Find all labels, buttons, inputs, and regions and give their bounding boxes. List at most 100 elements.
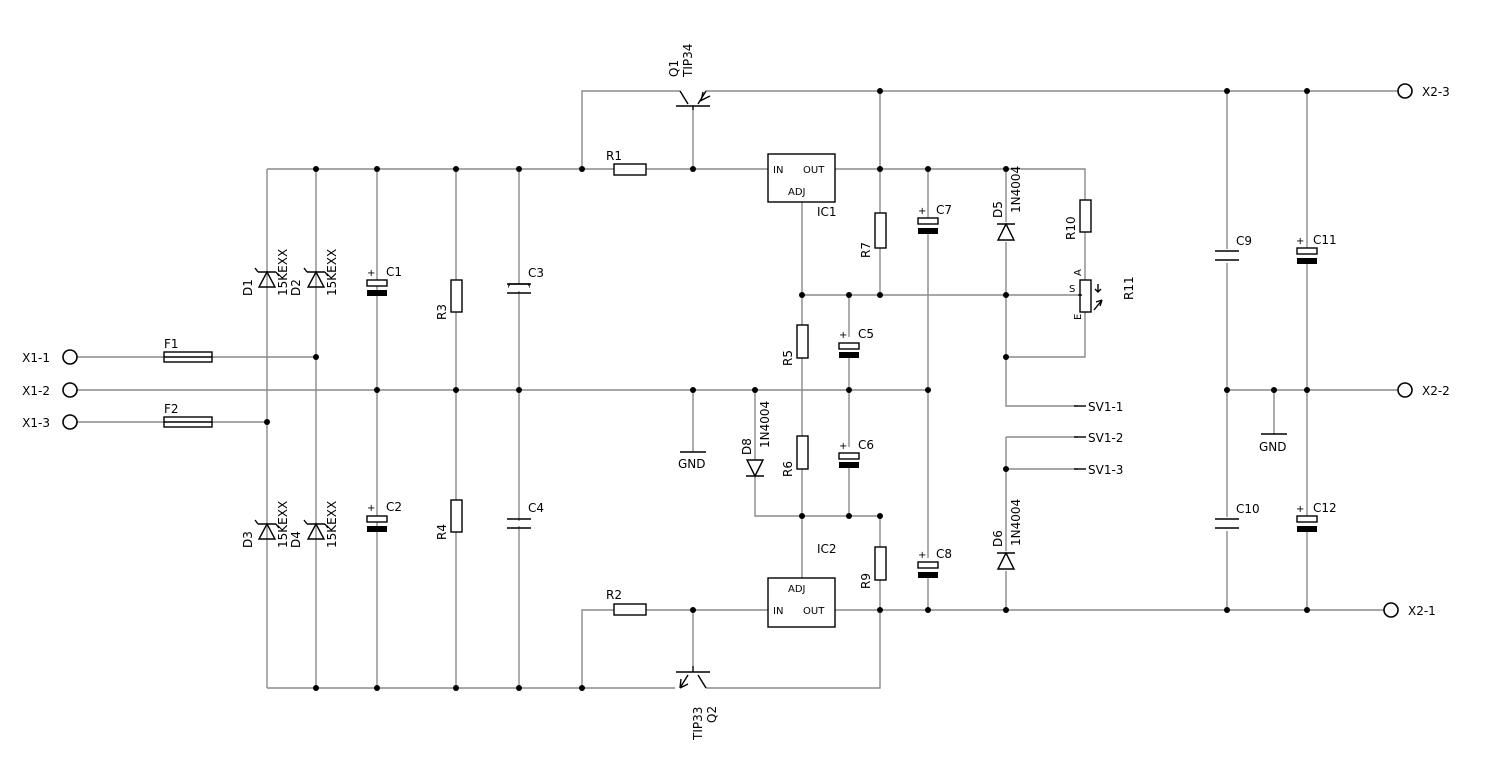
component-value: 15KEXX <box>276 501 290 548</box>
component-value: 1N4004 <box>1009 499 1023 546</box>
component-label: R4 <box>435 524 449 540</box>
capacitor-c8: + C8 <box>917 547 952 578</box>
pin-label-out: OUT <box>803 606 825 617</box>
component-label: D8 <box>740 438 754 455</box>
component-label: R1 <box>606 149 622 163</box>
pin-label-in: IN <box>773 165 783 176</box>
polarity-mark: + <box>918 206 926 217</box>
tvs-diode-d4: D4 15KEXX <box>289 501 339 548</box>
component-label: F2 <box>164 402 179 416</box>
gnd-label: GND <box>1259 440 1287 454</box>
component-label: R7 <box>859 242 873 258</box>
capacitor-c9: C9 <box>1215 234 1252 261</box>
terminal-label: X1-2 <box>22 384 50 398</box>
capacitor-c4: C4 <box>507 501 544 529</box>
terminal-x2-3: X2-3 <box>1397 83 1450 99</box>
component-label: D3 <box>241 531 255 548</box>
terminal-x2-2: X2-2 <box>1397 382 1450 398</box>
component-label: D2 <box>289 279 303 296</box>
terminal-x1-3: X1-3 <box>22 414 78 430</box>
header-label: SV1-1 <box>1088 400 1123 414</box>
component-value: 15KEXX <box>325 501 339 548</box>
pin-label-e: E <box>1073 314 1084 320</box>
header-label: SV1-2 <box>1088 431 1123 445</box>
polarity-mark: + <box>1296 504 1304 515</box>
polarity-mark: + <box>839 330 847 341</box>
terminal-label: X2-2 <box>1422 384 1450 398</box>
polarity-mark: + <box>918 550 926 561</box>
component-label: R3 <box>435 304 449 320</box>
terminal-label: X2-1 <box>1408 604 1436 618</box>
tvs-diode-d2: D2 15KEXX <box>289 249 339 296</box>
component-label: R10 <box>1064 216 1078 240</box>
component-label: C4 <box>528 501 544 515</box>
resistor-r10: R10 <box>1064 199 1092 240</box>
gnd-label: GND <box>678 457 706 471</box>
component-label: IC1 <box>817 205 837 219</box>
capacitor-c11: + C11 <box>1296 233 1337 264</box>
pin-label-in: IN <box>773 606 783 617</box>
component-label: C8 <box>936 547 952 561</box>
pin-label-out: OUT <box>803 165 825 176</box>
pin-label-s: S <box>1069 284 1075 295</box>
component-label: C2 <box>386 500 402 514</box>
component-label: C5 <box>858 327 874 341</box>
fuse-f2: F2 <box>163 402 213 428</box>
resistor-r9: R9 <box>859 546 887 589</box>
pin-label-a: A <box>1073 269 1084 276</box>
component-label: C7 <box>936 203 952 217</box>
polarity-mark: + <box>367 503 375 514</box>
header-label: SV1-3 <box>1088 463 1123 477</box>
component-value: TIP34 <box>681 44 695 78</box>
polarity-mark: + <box>839 441 847 452</box>
header-sv1-2: SV1-2 <box>1074 431 1123 445</box>
regulator-ic2: ADJ IN OUT IC2 <box>767 542 837 628</box>
header-sv1-3: SV1-3 <box>1074 463 1123 477</box>
capacitor-c12: + C12 <box>1296 501 1337 532</box>
terminal-label: X2-3 <box>1422 85 1450 99</box>
component-value: 15KEXX <box>325 249 339 296</box>
component-label: F1 <box>164 337 179 351</box>
capacitor-c1: + C1 <box>366 265 402 296</box>
header-sv1-1: SV1-1 <box>1074 400 1123 414</box>
ground-symbol-center: GND <box>678 451 706 471</box>
component-label: C3 <box>528 266 544 280</box>
capacitor-c10: C10 <box>1215 502 1260 529</box>
terminal-x1-2: X1-2 <box>22 382 78 398</box>
capacitor-c3: C3 <box>507 266 544 294</box>
component-label: D4 <box>289 531 303 548</box>
capacitor-c6: + C6 <box>838 438 874 468</box>
junctions <box>264 88 1310 691</box>
resistor-r2: R2 <box>606 588 647 616</box>
terminal-label: X1-1 <box>22 351 50 365</box>
terminal-x1-1: X1-1 <box>22 349 78 365</box>
component-value: 15KEXX <box>276 249 290 296</box>
component-label: R9 <box>859 573 873 589</box>
component-value: 1N4004 <box>1009 166 1023 213</box>
resistor-r5: R5 <box>781 324 809 366</box>
component-label: R2 <box>606 588 622 602</box>
regulator-ic1: IN OUT ADJ IC1 <box>767 153 837 219</box>
tvs-diode-d3: D3 15KEXX <box>241 501 290 548</box>
polarity-mark: + <box>1296 236 1304 247</box>
component-label: C12 <box>1313 501 1337 515</box>
capacitor-c2: + C2 <box>366 500 402 532</box>
trimmer-r11: S A E R11 <box>1069 269 1136 320</box>
component-label: C11 <box>1313 233 1337 247</box>
transistor-q1: Q1 TIP34 <box>667 44 711 110</box>
component-label: Q1 <box>667 60 681 77</box>
component-value: TIP33 <box>691 707 705 741</box>
component-label: C9 <box>1236 234 1252 248</box>
tvs-diode-d1: D1 15KEXX <box>241 249 290 296</box>
component-label: R6 <box>781 461 795 477</box>
wires <box>77 90 1398 689</box>
terminal-x2-1: X2-1 <box>1383 602 1436 618</box>
resistor-r3: R3 <box>435 279 463 320</box>
component-label: R5 <box>781 350 795 366</box>
transistor-q2: TIP33 Q2 <box>676 666 719 741</box>
capacitor-c7: + C7 <box>917 203 952 234</box>
fuse-f1: F1 <box>163 337 213 363</box>
component-label: C10 <box>1236 502 1260 516</box>
diode-d6: D6 1N4004 <box>991 499 1023 570</box>
